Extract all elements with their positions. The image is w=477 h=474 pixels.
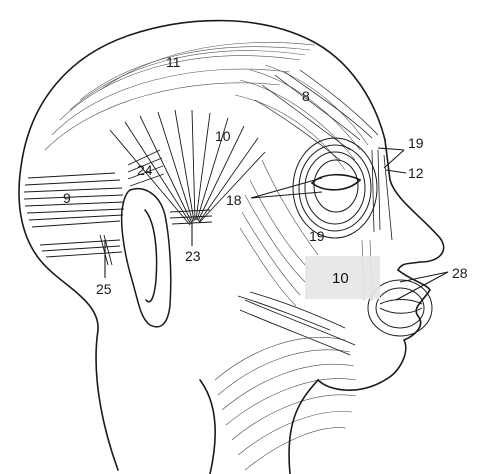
label-28: 28 (452, 265, 468, 281)
label-18: 18 (226, 192, 242, 208)
label-23: 23 (185, 248, 201, 264)
label-24: 24 (137, 162, 153, 178)
scalp-hatching (45, 42, 368, 170)
label-10-temporal: 10 (215, 128, 231, 144)
label-11: 11 (166, 54, 181, 70)
label-9: 9 (63, 190, 71, 206)
occipitalis-muscle (24, 173, 124, 227)
platysma-neck (215, 337, 356, 470)
label-12: 12 (408, 165, 424, 181)
label-19-top: 19 (408, 135, 424, 151)
orbicularis-oculi (293, 138, 377, 238)
ear (122, 189, 171, 327)
zygomaticus-muscles (238, 292, 355, 355)
temporalis-muscle (110, 110, 265, 225)
label-10-boxed: 10 (332, 270, 349, 287)
auricularis-posterior (40, 235, 122, 265)
head-outline (19, 21, 444, 474)
label-25: 25 (96, 281, 112, 297)
label-19-lower: 19 (309, 228, 325, 244)
label-8: 8 (302, 88, 310, 104)
